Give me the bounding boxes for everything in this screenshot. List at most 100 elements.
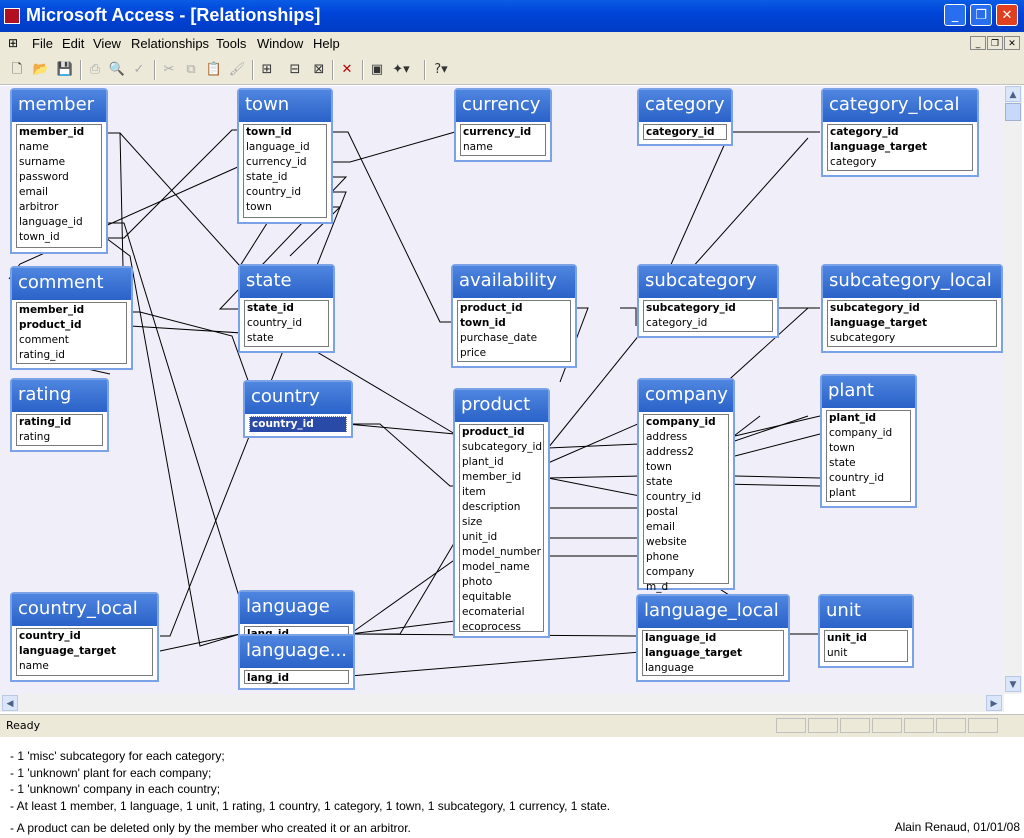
field-size[interactable]: size <box>462 516 483 528</box>
spelling-icon[interactable]: ✓ <box>133 62 145 77</box>
table-title[interactable]: company <box>639 380 733 412</box>
field-price[interactable]: price <box>460 347 487 359</box>
show-table-icon[interactable]: ⊞ <box>261 62 273 77</box>
field-website[interactable]: website <box>646 536 687 548</box>
field-rating[interactable]: rating <box>19 431 51 443</box>
field-language-target[interactable]: language_target <box>645 647 743 659</box>
help-icon[interactable]: ?▾ <box>434 62 448 77</box>
field-name[interactable]: name <box>19 660 49 672</box>
table-title[interactable]: language <box>240 592 353 624</box>
field-member-id[interactable]: member_id <box>19 126 85 138</box>
paste-icon[interactable]: 📋 <box>205 62 223 77</box>
office-links-icon[interactable]: ✦▾ <box>392 62 410 77</box>
access-app-icon[interactable] <box>4 8 20 24</box>
mdi-close-button[interactable]: ✕ <box>1004 36 1020 50</box>
new-object-icon[interactable]: ▣ <box>370 62 384 77</box>
direct-relationships-icon[interactable]: ⊟ <box>289 62 301 77</box>
field-purchase-date[interactable]: purchase_date <box>460 332 538 344</box>
field-company[interactable]: company <box>646 566 695 578</box>
field-surname[interactable]: surname <box>19 156 66 168</box>
field-state-id[interactable]: state_id <box>246 171 288 183</box>
table-title[interactable]: category_local <box>823 90 977 122</box>
table-title[interactable]: rating <box>12 380 107 412</box>
field-company-id[interactable]: company_id <box>829 427 893 439</box>
field-category[interactable]: category <box>830 156 877 168</box>
field-list[interactable]: lang_id <box>244 670 349 684</box>
field-country-id[interactable]: country_id <box>19 630 81 642</box>
field-subcategory[interactable]: subcategory <box>830 332 896 344</box>
menu-edit[interactable]: Edit <box>62 36 85 51</box>
horizontal-scrollbar[interactable]: ◀ ▶ <box>0 694 1004 712</box>
field-product-id[interactable]: product_id <box>19 319 82 331</box>
format-painter-icon[interactable]: 🖌 <box>228 62 246 77</box>
table-title[interactable]: subcategory <box>639 266 777 298</box>
field-ecomaterial[interactable]: ecomaterial <box>462 606 525 618</box>
field-currency-id[interactable]: currency_id <box>463 126 532 138</box>
field-plant-id[interactable]: plant_id <box>462 456 504 468</box>
field-state-id[interactable]: state_id <box>247 302 294 314</box>
minimize-button[interactable]: _ <box>944 4 966 26</box>
field-lang-id[interactable]: lang_id <box>247 672 290 684</box>
field-name[interactable]: name <box>19 141 49 153</box>
field-list[interactable]: language_id language_target language <box>642 630 784 676</box>
field-state[interactable]: state <box>829 457 856 469</box>
open-icon[interactable]: 📂 <box>32 62 50 77</box>
field-language-id[interactable]: language_id <box>645 632 717 644</box>
close-button[interactable]: ✕ <box>996 4 1018 26</box>
table-title[interactable]: language... <box>240 636 353 668</box>
field-category-id[interactable]: category_id <box>646 126 715 138</box>
relationships-doc-icon[interactable]: ⊞ <box>8 36 19 50</box>
cut-icon[interactable]: ✂ <box>163 62 175 77</box>
field-town-id[interactable]: town_id <box>19 231 60 243</box>
field-description[interactable]: description <box>462 501 521 513</box>
vertical-scrollbar[interactable]: ▲ ▼ <box>1004 86 1022 694</box>
table-country[interactable]: country country_id <box>243 380 353 438</box>
field-country-id[interactable]: country_id <box>247 317 302 329</box>
field-arbitror[interactable]: arbitror <box>19 201 59 213</box>
field-country-id[interactable]: country_id <box>246 186 301 198</box>
scroll-up-icon[interactable]: ▲ <box>1005 86 1021 102</box>
field-plant-id[interactable]: plant_id <box>829 412 877 424</box>
mdi-restore-button[interactable]: ❐ <box>987 36 1003 50</box>
preview-icon[interactable]: 🔍 <box>108 62 126 77</box>
table-title[interactable]: member <box>12 90 106 122</box>
field-comment[interactable]: comment <box>19 334 69 346</box>
table-language-alias[interactable]: language... lang_id <box>238 634 355 690</box>
field-currency-id[interactable]: currency_id <box>246 156 307 168</box>
field-language[interactable]: language <box>645 662 694 674</box>
field-subcategory-id[interactable]: subcategory_id <box>830 302 920 314</box>
menu-view[interactable]: View <box>93 36 121 51</box>
menu-file[interactable]: File <box>32 36 53 51</box>
field-language-target[interactable]: language_target <box>19 645 117 657</box>
field-password[interactable]: password <box>19 171 69 183</box>
field-address[interactable]: address <box>646 431 688 443</box>
field-item[interactable]: item <box>462 486 486 498</box>
field-unit-id[interactable]: unit_id <box>462 531 498 543</box>
field-language-id[interactable]: language_id <box>19 216 83 228</box>
field-list[interactable]: country_id <box>249 416 347 433</box>
field-town[interactable]: town <box>646 461 672 473</box>
field-language-target[interactable]: language_target <box>830 141 928 153</box>
field-town[interactable]: town <box>246 201 272 213</box>
copy-icon[interactable]: ⧉ <box>186 62 196 77</box>
scroll-down-icon[interactable]: ▼ <box>1005 676 1021 692</box>
table-title[interactable]: town <box>239 90 331 122</box>
field-email[interactable]: email <box>19 186 48 198</box>
